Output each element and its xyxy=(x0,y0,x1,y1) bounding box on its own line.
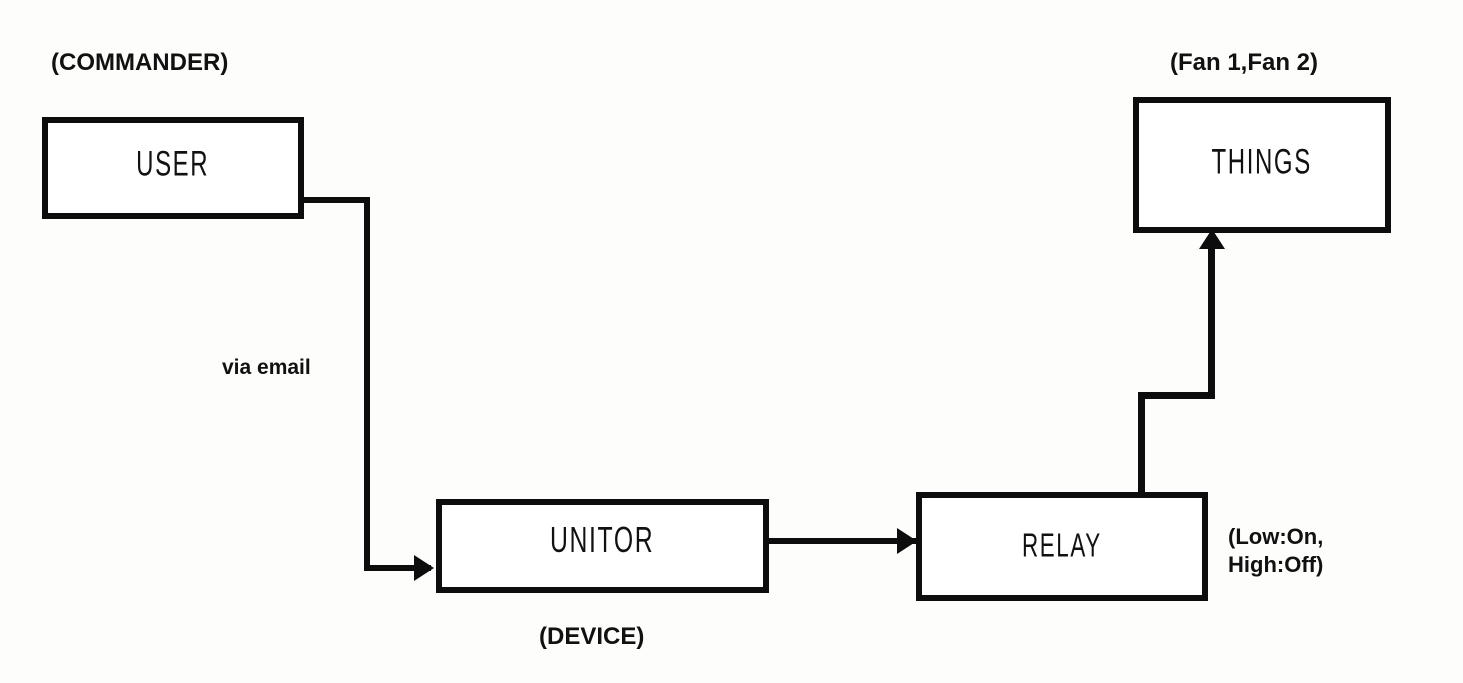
connector-user-unitor-segment-horizontal-bottom xyxy=(364,565,431,571)
node-things-label: THINGS xyxy=(1211,142,1313,182)
connector-relay-things-segment-horizontal xyxy=(1138,392,1215,399)
edge-label-via-email: via email xyxy=(222,356,311,379)
caption-commander: (COMMANDER) xyxy=(51,49,229,76)
node-unitor: UNITOR xyxy=(436,499,769,593)
node-unitor-label: UNITOR xyxy=(550,518,655,560)
arrowhead-right-icon xyxy=(414,555,434,581)
arrowhead-up-icon xyxy=(1199,229,1225,249)
connector-unitor-relay-segment xyxy=(769,538,917,544)
connector-relay-things-segment-vertical-upper xyxy=(1208,238,1215,396)
node-relay: RELAY xyxy=(916,492,1208,601)
caption-relay-mode: (Low:On, High:Off) xyxy=(1228,524,1324,577)
node-user: USER xyxy=(42,117,304,219)
connector-user-unitor-segment-horizontal-top xyxy=(300,197,370,203)
arrowhead-right-icon xyxy=(897,528,917,554)
connector-relay-things-segment-vertical-lower xyxy=(1138,392,1145,495)
node-things: THINGS xyxy=(1133,97,1391,233)
node-user-label: USER xyxy=(136,144,210,184)
connector-user-unitor-segment-vertical xyxy=(364,197,370,571)
caption-device: (DEVICE) xyxy=(539,623,645,650)
caption-fans: (Fan 1,Fan 2) xyxy=(1170,49,1319,76)
node-relay-label: RELAY xyxy=(1022,526,1102,564)
